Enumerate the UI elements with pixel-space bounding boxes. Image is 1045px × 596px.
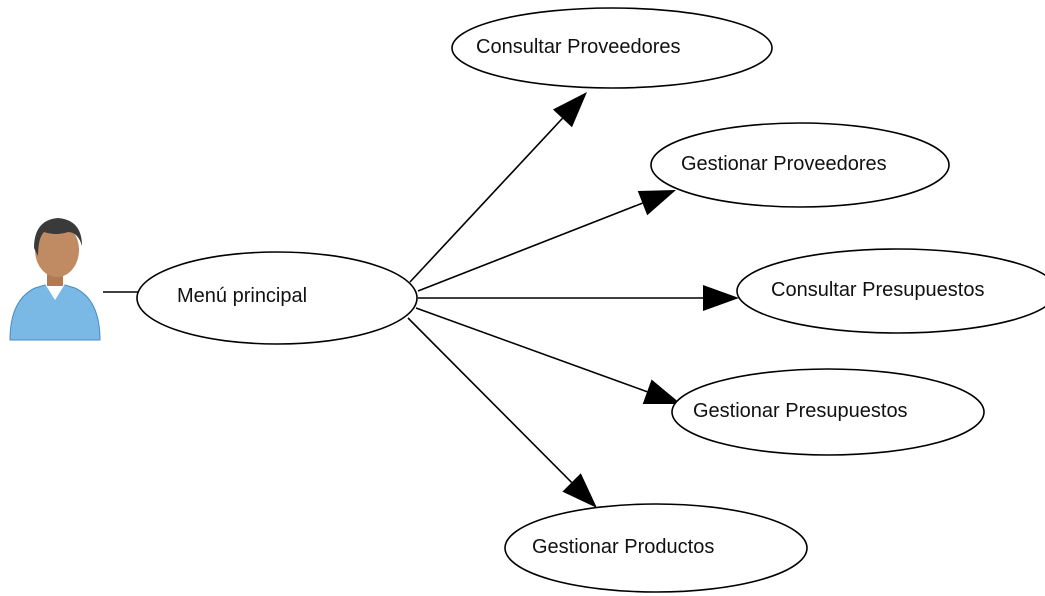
use-case-label: Gestionar Proveedores (681, 153, 887, 175)
use-case-gestionar-presupuestos: Gestionar Presupuestos (671, 368, 985, 456)
arrowhead (562, 473, 597, 508)
user-avatar-icon (9, 218, 101, 341)
use-case-label: Gestionar Productos (532, 536, 714, 558)
edge-to-gestionar-presupuestos (415, 307, 648, 393)
use-case-consultar-presupuestos: Consultar Presupuestos (736, 248, 1045, 334)
edges (407, 92, 739, 508)
use-case-gestionar-proveedores: Gestionar Proveedores (650, 122, 950, 208)
arrowhead (642, 379, 681, 404)
arrowhead (552, 92, 587, 128)
root-node-label: Menú principal (177, 285, 307, 307)
arrowhead (637, 190, 676, 216)
edge-to-consultar-proveedores (409, 117, 564, 283)
use-case-label: Gestionar Presupuestos (693, 400, 908, 422)
use-case-gestionar-productos: Gestionar Productos (504, 503, 808, 593)
root-node: Menú principal (136, 251, 418, 345)
use-case-label: Consultar Presupuestos (771, 279, 984, 301)
use-case-consultar-proveedores: Consultar Proveedores (451, 7, 773, 89)
arrowhead (703, 285, 739, 311)
edge-to-gestionar-productos (407, 317, 573, 484)
edge-to-gestionar-proveedores (417, 202, 643, 292)
use-case-label: Consultar Proveedores (476, 36, 681, 58)
